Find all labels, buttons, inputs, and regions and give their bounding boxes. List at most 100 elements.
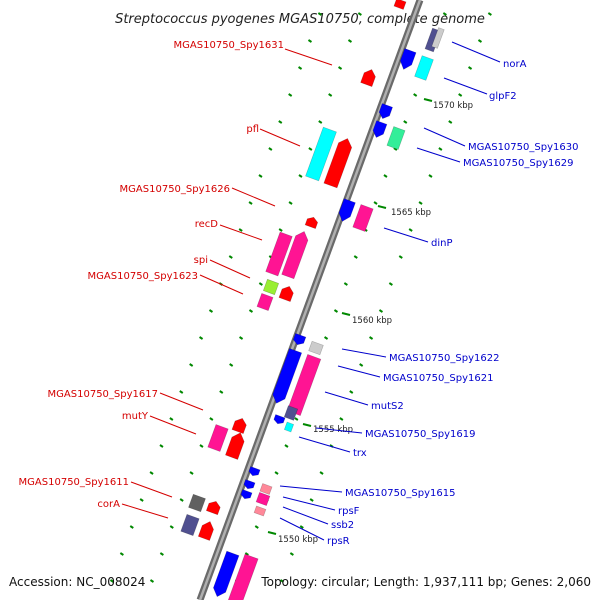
- ruler-label: 1565 kbp: [391, 208, 431, 218]
- track-dot: [333, 309, 339, 313]
- ruler-label: 1570 kbp: [433, 101, 473, 111]
- gene-feature: [180, 513, 200, 537]
- track-dot: [343, 282, 348, 286]
- gene-label: trx: [353, 448, 367, 459]
- gene-feature: [400, 48, 417, 70]
- track-dot: [268, 147, 273, 151]
- track-dot: [169, 525, 174, 529]
- gene-label: corA: [97, 499, 120, 510]
- track-dot: [149, 579, 155, 583]
- gene-label: norA: [503, 59, 527, 70]
- track-dot: [393, 147, 398, 151]
- gene-label: MGAS10750_Spy1615: [345, 488, 455, 499]
- gene-label: mutS2: [371, 401, 404, 412]
- gene-feature: [240, 489, 253, 500]
- track-dots: [109, 12, 492, 583]
- track-dot: [228, 255, 233, 259]
- gene-feature: [393, 0, 407, 10]
- track-dot: [438, 147, 443, 151]
- track-dot: [339, 417, 344, 421]
- track-dot: [248, 309, 254, 313]
- gene-feature: [352, 204, 374, 232]
- track-dot: [353, 255, 358, 259]
- track-dot: [294, 417, 299, 421]
- track-dot: [349, 390, 354, 394]
- track-dot: [317, 12, 322, 16]
- track-dot: [229, 363, 234, 367]
- track-dot: [398, 255, 403, 259]
- gene-feature: [305, 126, 337, 182]
- gene-label: recD: [195, 219, 219, 230]
- map-title: Streptococcus pyogenes MGAS10750, comple…: [115, 12, 485, 27]
- gene-label: MGAS10750_Spy1623: [88, 271, 198, 282]
- track-dot: [248, 201, 253, 205]
- gene-feature: [265, 231, 293, 277]
- gene-feature: [372, 120, 388, 138]
- track-dot: [179, 390, 184, 394]
- track-dot: [288, 93, 293, 97]
- track-dot: [159, 444, 164, 448]
- track-dot: [279, 579, 285, 583]
- gene-feature: [213, 550, 240, 598]
- gene-label: mutY: [122, 411, 149, 422]
- track-dot: [328, 93, 333, 97]
- track-dot: [109, 579, 115, 583]
- gene-label: spi: [194, 255, 208, 266]
- gene-feature: [243, 479, 256, 490]
- track-dot: [359, 363, 364, 367]
- track-dot: [274, 471, 279, 475]
- gene-label: glpF2: [489, 91, 517, 102]
- gene-feature: [283, 405, 299, 421]
- track-dot: [319, 471, 324, 475]
- gene-labels-right: norA glpF2 MGAS10750_Spy1630 MGAS10750_S…: [327, 59, 578, 547]
- ruler-tick: [377, 205, 387, 209]
- track-dot: [418, 201, 423, 205]
- track-dot: [284, 444, 289, 448]
- track-dot: [308, 147, 313, 151]
- track-dot: [299, 525, 304, 529]
- track-dot: [129, 525, 134, 529]
- ruler-label: 1560 kbp: [352, 316, 392, 326]
- gene-feature: [378, 103, 393, 119]
- ruler-tick: [341, 312, 351, 316]
- track-dot: [477, 39, 483, 43]
- gene-label: MGAS10750_Spy1619: [365, 429, 475, 440]
- gene-label: MGAS10750_Spy1622: [389, 353, 499, 364]
- track-dot: [199, 336, 204, 340]
- gene-feature: [414, 55, 434, 81]
- gene-label: rpsR: [327, 536, 350, 547]
- gene-feature: [338, 198, 356, 222]
- gene-label: dinP: [431, 238, 453, 249]
- track-dot: [179, 498, 184, 502]
- gene-feature: [197, 521, 214, 541]
- gene-feature: [262, 278, 280, 296]
- gene-feature: [255, 492, 271, 506]
- track-dot: [119, 552, 124, 556]
- track-dot: [288, 201, 293, 205]
- gene-label: MGAS10750_Spy1617: [48, 389, 158, 400]
- gene-feature: [259, 483, 273, 495]
- gene-label: MGAS10750_Spy1630: [468, 142, 578, 153]
- track-dot: [169, 417, 174, 421]
- gene-label: MGAS10750_Spy1629: [463, 158, 573, 169]
- track-dot: [458, 93, 463, 97]
- track-dot: [208, 309, 214, 313]
- gene-feature: [188, 493, 206, 513]
- gene-feature: [304, 216, 319, 229]
- track-dot: [149, 471, 154, 475]
- ruler-tick: [302, 423, 312, 427]
- gene-feature: [207, 424, 229, 452]
- track-dot: [347, 39, 353, 43]
- gene-label: MGAS10750_Spy1611: [19, 477, 129, 488]
- track-dot: [298, 66, 303, 70]
- track-dot: [324, 336, 329, 340]
- ruler-label: 1550 kbp: [278, 535, 318, 545]
- track-dot: [383, 174, 388, 178]
- gene-features: [180, 0, 445, 600]
- gene-label: MGAS10750_Spy1631: [174, 40, 284, 51]
- track-dot: [309, 498, 314, 502]
- label-connectors: [121, 41, 501, 541]
- gene-label: MGAS10750_Spy1621: [383, 373, 493, 384]
- track-dot: [258, 282, 263, 286]
- track-dot: [448, 120, 453, 124]
